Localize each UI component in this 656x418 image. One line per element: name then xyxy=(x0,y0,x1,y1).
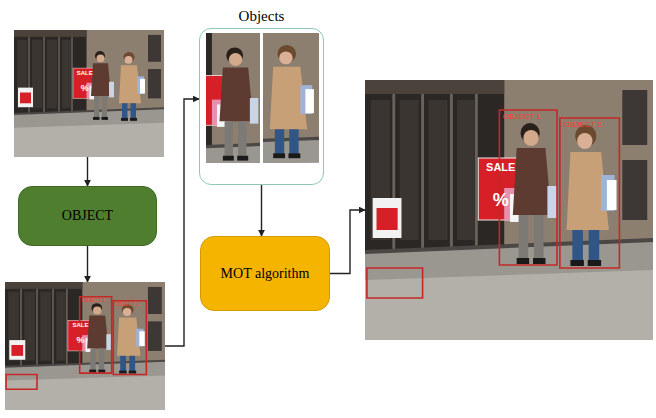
flow-arrow xyxy=(330,210,365,274)
object-crop xyxy=(205,32,261,164)
crop-image xyxy=(263,33,319,163)
box-label: OBJECT xyxy=(62,208,113,224)
sign-text: SALE xyxy=(478,162,523,173)
photo-frame: SALE% OBJECT 1 OBJECT 2 xyxy=(5,282,165,410)
sign-text: % xyxy=(478,191,523,209)
objects-panel: Objects xyxy=(199,28,324,185)
flow-arrow xyxy=(87,246,88,282)
street-scene xyxy=(365,80,653,340)
panel-heading: Objects xyxy=(200,9,323,24)
bounding-boxes xyxy=(367,110,619,298)
object-label: OBJECT 2 xyxy=(115,302,139,307)
sign-text: SALE xyxy=(73,70,97,76)
object-label: OBJECT 2 xyxy=(564,121,602,129)
flow-arrow xyxy=(87,157,88,186)
street-scene xyxy=(206,33,260,163)
object-label: OBJECT 1 xyxy=(81,298,105,303)
photo-frame: SALE% OBJECT 1 OBJECT 2 xyxy=(365,80,653,340)
object-label: OBJECT 1 xyxy=(503,113,541,121)
box-label: MOT algorithm xyxy=(221,266,310,282)
sign-text: % xyxy=(73,84,97,93)
street-scene xyxy=(14,30,164,157)
flow-arrow xyxy=(261,185,262,236)
street-photo xyxy=(14,30,164,157)
process-box: MOT algorithm xyxy=(200,236,330,311)
sign-text: % xyxy=(68,336,93,345)
photo-frame: SALE% xyxy=(14,30,164,157)
bounding-boxes xyxy=(6,297,146,390)
process-box: OBJECT xyxy=(18,186,157,246)
object-crop xyxy=(262,32,320,164)
street-scene xyxy=(263,33,319,163)
flow-arrow xyxy=(165,99,199,346)
street-scene xyxy=(5,282,165,410)
sign-text: SALE xyxy=(68,322,93,328)
crop-image xyxy=(206,33,260,163)
